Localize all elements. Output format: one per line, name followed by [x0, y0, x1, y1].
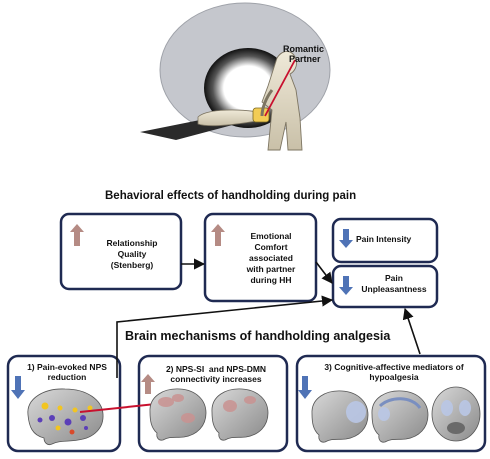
arrow-up-icon: [141, 374, 155, 394]
partner-arm: [260, 89, 274, 117]
panel-1-label: 1) Pain-evoked NPS reduction: [17, 362, 117, 382]
callout-line: Partner: [289, 54, 321, 64]
box-line: associated: [249, 253, 293, 263]
box-line: Pain Intensity: [356, 234, 412, 244]
box-line: with partner: [246, 264, 296, 274]
connector-mechanisms-to-unpleasantness: [116, 295, 334, 378]
arrow-down-icon: [339, 229, 353, 248]
box-line: Unpleasantness: [361, 284, 427, 294]
arrow-down-icon: [298, 376, 312, 399]
panel-label-line: connectivity increases: [170, 374, 262, 384]
pain-intensity-text: Pain Intensity: [356, 234, 432, 245]
brain-connectivity-right: [211, 388, 269, 441]
partner-callout-line: [264, 59, 296, 117]
partner-callout-label: Romantic Partner: [283, 44, 324, 64]
connector-mediators-to-unpleasantness: [402, 307, 421, 355]
mri-scanner-illustration: [140, 2, 331, 151]
relationship-quality-text: Relationship Quality (Stenberg): [86, 238, 178, 271]
brain-mediators-medial: [371, 390, 429, 443]
box-emotional-comfort: [203, 212, 318, 303]
panel-label-line: 3) Cognitive-affective mediators of: [324, 362, 464, 372]
panel-2-label: 2) NPS-SI and NPS-DMN connectivity incre…: [148, 364, 284, 384]
behavioral-boxes: [59, 212, 439, 309]
brain-mediators-ventral: [431, 386, 481, 442]
behavioral-connectors: [181, 258, 333, 284]
panel-label-line: 1) Pain-evoked NPS: [27, 362, 107, 372]
arrow-down-icon: [11, 376, 25, 399]
panel-label-line: 2) NPS-SI and NPS-DMN: [165, 364, 267, 374]
box-pain-intensity: [331, 217, 439, 264]
box-relationship-quality: [59, 212, 183, 291]
emotional-comfort-text: Emotional Comfort associated with partne…: [228, 231, 314, 286]
arrow-up-icon: [211, 224, 225, 246]
panel-3-label: 3) Cognitive-affective mediators of hypo…: [306, 362, 482, 382]
box-line: Emotional: [250, 231, 292, 241]
behavioral-section-title: Behavioral effects of handholding during…: [105, 190, 357, 202]
panel-label-line: reduction: [47, 372, 87, 382]
box-line: (Stenberg): [110, 260, 154, 270]
arrow-down-icon: [339, 276, 353, 295]
mechanism-connectors: [116, 295, 421, 378]
brain-mediators-lateral: [311, 390, 369, 443]
brain-connectivity-left: [149, 388, 207, 441]
box-line: during HH: [250, 275, 292, 285]
brain-nps-map: [27, 388, 104, 446]
box-pain-unpleasantness: [331, 264, 439, 309]
box-line: Pain: [385, 273, 403, 283]
callout-line: Romantic: [283, 44, 325, 54]
partner-figure: [261, 51, 303, 151]
connector-comfort-to-unpleasantness: [315, 261, 333, 284]
brain-section-title: Brain mechanisms of handholding analgesi…: [125, 329, 391, 343]
box-line: Comfort: [254, 242, 288, 252]
brain-panels: [6, 354, 487, 453]
arrow-up-icon: [70, 224, 84, 246]
box-line: Relationship: [106, 238, 158, 248]
panel-label-line: hypoalgesia: [369, 372, 419, 382]
box-line: Quality: [117, 249, 147, 259]
pain-unpleasantness-text: Pain Unpleasantness: [354, 273, 434, 295]
